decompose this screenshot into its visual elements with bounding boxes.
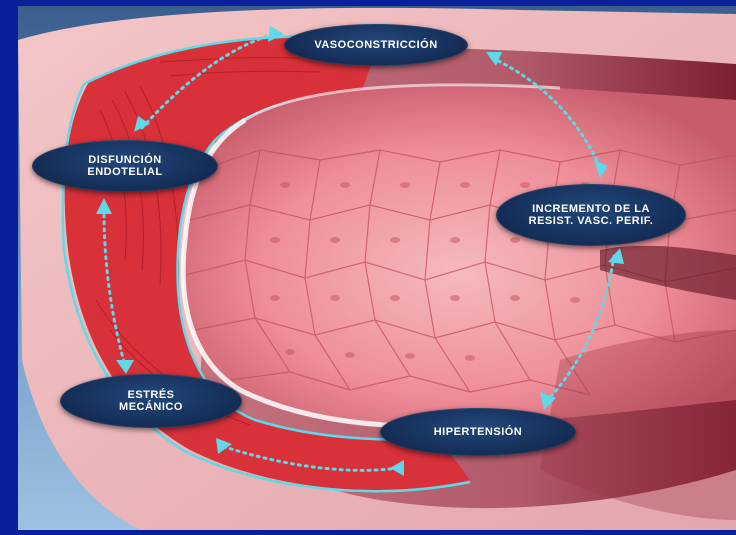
node-incremento-resistencia: INCREMENTO DE LA RESIST. VASC. PERIF. (496, 184, 686, 246)
node-vasoconstriccion: VASOCONSTRICCIÓN (284, 24, 468, 66)
node-disfuncion-endotelial: DISFUNCIÓN ENDOTELIAL (32, 140, 218, 192)
node-estres-mecanico: ESTRÉS MECÁNICO (60, 374, 242, 428)
node-hipertension: HIPERTENSIÓN (380, 408, 576, 456)
